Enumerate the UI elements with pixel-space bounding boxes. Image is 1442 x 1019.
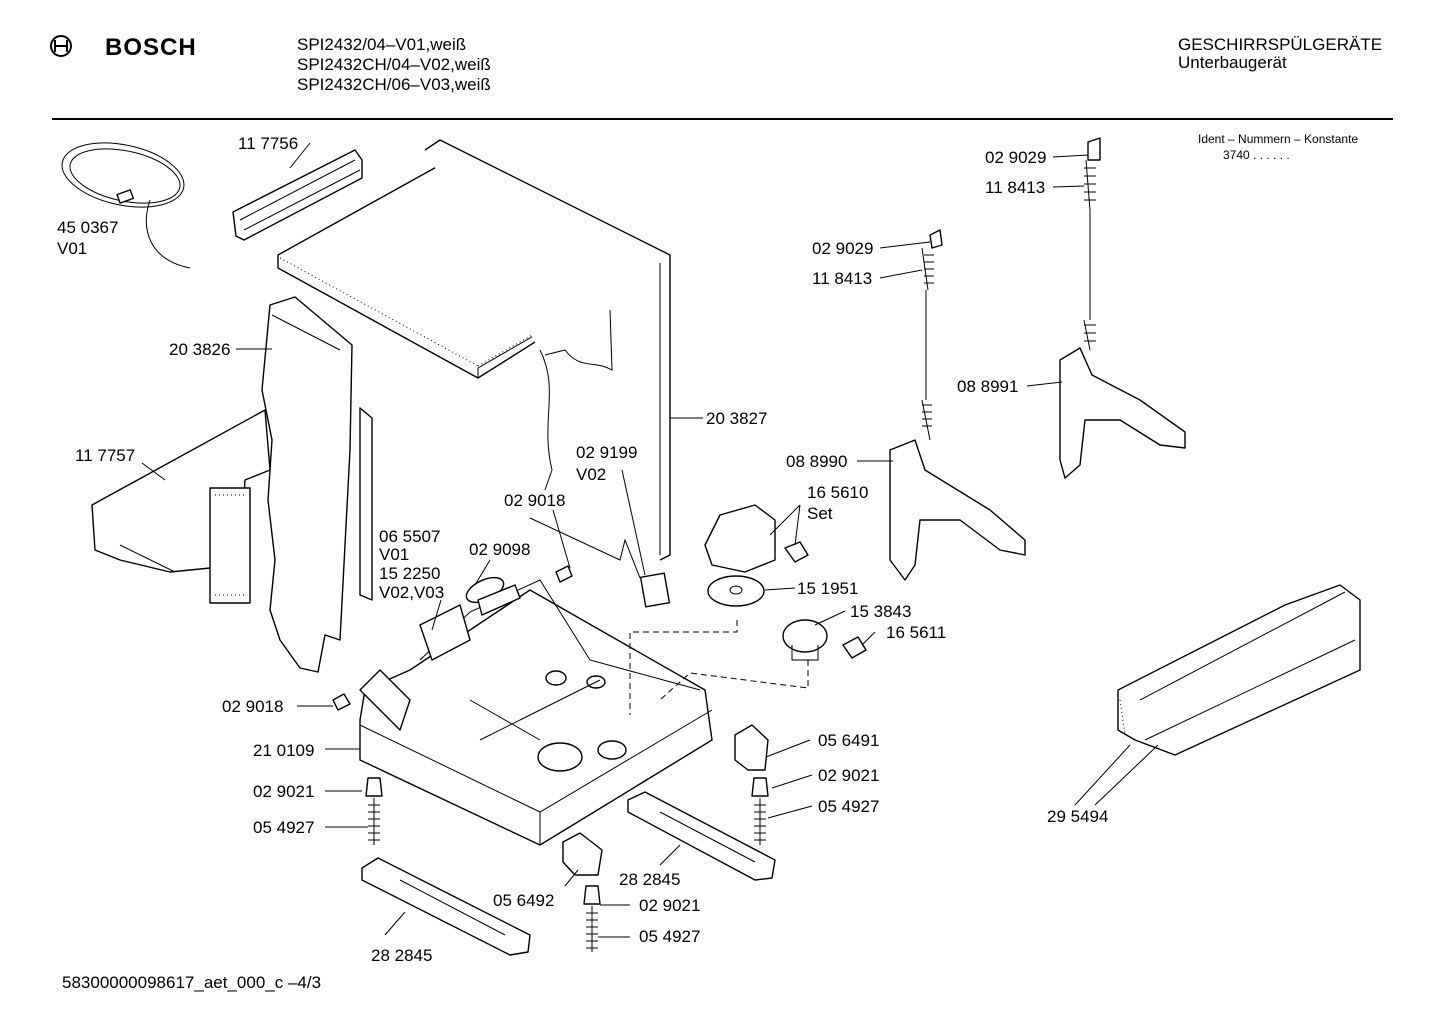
side-panel-drawing bbox=[261, 296, 373, 673]
top-rail-drawing bbox=[232, 149, 363, 241]
ident-value: 3740 . . . . . . bbox=[1223, 148, 1290, 162]
part-label-056491: 05 6491 bbox=[818, 731, 879, 750]
part-variant-alt: V02,V03 bbox=[379, 583, 444, 602]
document-id: 58300000098617_aet_000_c –4/3 bbox=[62, 973, 321, 992]
model-line-2: SPI2432CH/04–V02,weiß bbox=[297, 55, 491, 74]
feet-drawing bbox=[365, 777, 769, 952]
part-label-029098: 02 9098 bbox=[469, 540, 530, 559]
bosch-logo: BOSCH bbox=[50, 34, 197, 61]
part-label-029021-right: 02 9021 bbox=[818, 766, 879, 785]
connector-dash-1 bbox=[629, 620, 738, 715]
part-label-151951: 15 1951 bbox=[797, 579, 858, 598]
part-variant: V01 bbox=[379, 545, 409, 564]
model-line-3: SPI2432CH/06–V03,weiß bbox=[297, 75, 491, 94]
part-label-210109: 21 0109 bbox=[253, 741, 314, 760]
plinth-drawing bbox=[1117, 584, 1361, 756]
clips-drawing bbox=[332, 565, 671, 711]
part-label-029018-lower: 02 9018 bbox=[222, 697, 283, 716]
back-frame-drawing bbox=[424, 139, 671, 579]
leader-lines bbox=[141, 142, 1159, 938]
part-label-029021-center: 02 9021 bbox=[639, 896, 700, 915]
part-label-450367: 45 0367 V01 bbox=[57, 218, 118, 258]
part-label-117756: 11 7756 bbox=[238, 134, 298, 153]
connector-dash-2 bbox=[659, 660, 809, 701]
category-title: GESCHIRRSPÜLGERÄTE bbox=[1178, 35, 1382, 54]
part-label-088991: 08 8991 bbox=[957, 377, 1018, 396]
part-label-165611: 16 5611 bbox=[886, 623, 946, 642]
part-label-029199: 02 9199 V02 bbox=[576, 443, 637, 484]
part-variant: V02 bbox=[576, 465, 606, 484]
part-label-118413-left: 11 8413 bbox=[812, 269, 872, 288]
part-label-029029-left: 02 9029 bbox=[812, 239, 873, 258]
part-number: 06 5507 bbox=[379, 527, 440, 546]
slide-rail-left-drawing bbox=[361, 857, 531, 956]
category-subtitle: Unterbaugerät bbox=[1178, 53, 1287, 72]
part-label-029029-right: 02 9029 bbox=[985, 148, 1046, 167]
part-label-117757: 11 7757 bbox=[75, 446, 135, 465]
part-number-alt: 15 2250 bbox=[379, 564, 440, 583]
part-label-282845-right: 28 2845 bbox=[619, 870, 680, 889]
part-label-165610: 16 5610 Set bbox=[807, 483, 868, 523]
part-label-203826: 20 3826 bbox=[169, 340, 230, 359]
base-tray-drawing bbox=[359, 579, 713, 846]
part-label-056492: 05 6492 bbox=[493, 891, 554, 910]
part-label-029021-left: 02 9021 bbox=[253, 782, 314, 801]
lower-rail-drawing bbox=[91, 409, 271, 604]
part-label-054927-center: 05 4927 bbox=[639, 927, 700, 946]
part-label-153843: 15 3843 bbox=[850, 602, 911, 621]
model-line-1: SPI2432/04–V01,weiß bbox=[297, 35, 466, 54]
part-number: 16 5610 bbox=[807, 483, 868, 502]
part-variant: Set bbox=[807, 504, 833, 523]
part-label-118413-right: 11 8413 bbox=[985, 178, 1045, 197]
part-label-029018-upper: 02 9018 bbox=[504, 491, 565, 510]
slide-rail-right-drawing bbox=[627, 791, 776, 881]
ident-title: Ident – Nummern – Konstante bbox=[1198, 132, 1358, 146]
power-cable-drawing bbox=[61, 142, 191, 269]
part-label-054927-right: 05 4927 bbox=[818, 797, 879, 816]
part-label-088990: 08 8990 bbox=[786, 452, 847, 471]
hinge-right-drawing bbox=[1059, 137, 1186, 479]
part-label-295494: 29 5494 bbox=[1047, 807, 1108, 826]
part-label-065507: 06 5507 V01 15 2250 V02,V03 bbox=[379, 527, 444, 602]
part-label-203827: 20 3827 bbox=[706, 409, 767, 428]
brand-name: BOSCH bbox=[105, 34, 197, 61]
part-number: 45 0367 bbox=[57, 218, 118, 237]
part-label-054927-left: 05 4927 bbox=[253, 818, 314, 837]
hinge-left-drawing bbox=[889, 229, 1026, 581]
brackets-drawing bbox=[562, 724, 769, 876]
part-number: 02 9199 bbox=[576, 443, 637, 462]
pump-parts-drawing bbox=[704, 504, 867, 661]
part-label-282845-left: 28 2845 bbox=[371, 946, 432, 965]
part-variant: V01 bbox=[57, 239, 87, 258]
